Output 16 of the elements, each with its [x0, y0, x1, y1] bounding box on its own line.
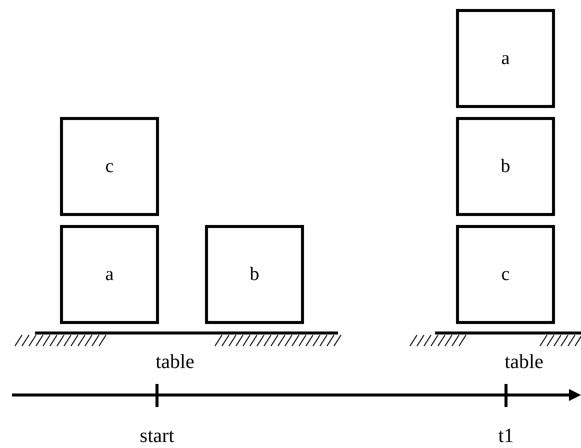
block-letter: c	[105, 156, 114, 178]
block-letter: b	[500, 156, 510, 178]
block-letter: a	[105, 264, 114, 286]
table-label: table	[156, 352, 194, 372]
block-letter: a	[501, 48, 510, 70]
block	[456, 225, 555, 324]
block	[205, 225, 304, 324]
block	[456, 9, 555, 108]
time-label: t1	[498, 426, 514, 446]
block	[456, 117, 555, 216]
table-label: table	[504, 352, 544, 372]
time-label: start	[140, 426, 174, 446]
block	[60, 225, 159, 324]
block-letter: c	[501, 264, 510, 286]
block-letter: b	[250, 264, 260, 286]
block	[60, 117, 159, 216]
